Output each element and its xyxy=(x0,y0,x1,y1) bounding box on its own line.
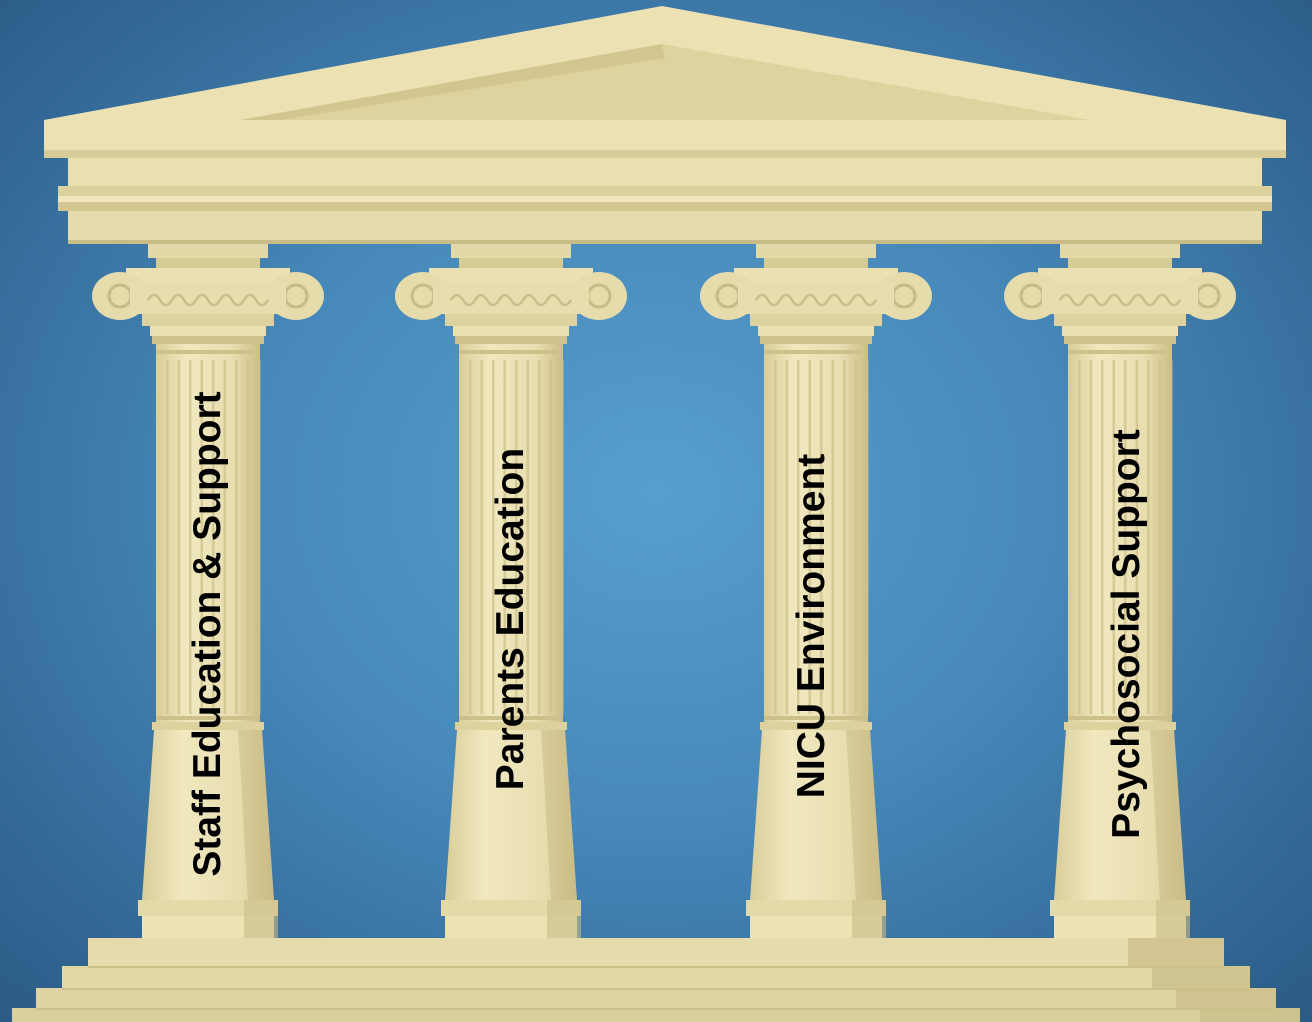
pillar-label-psychosocial-support: Psychosocial Support xyxy=(1105,429,1148,839)
columns xyxy=(92,244,1236,938)
pillar-label-nicu-environment: NICU Environment xyxy=(790,453,833,799)
pillar-label-staff-education: Staff Education & Support xyxy=(186,391,229,877)
column-staff-education xyxy=(92,244,324,938)
column-parents-education xyxy=(395,244,627,938)
entablature xyxy=(58,158,1272,244)
pediment xyxy=(44,6,1286,158)
column-nicu-environment xyxy=(700,244,932,938)
pillar-label-parents-education: Parents Education xyxy=(489,447,532,791)
temple-base xyxy=(12,938,1300,1022)
column-psychosocial-support xyxy=(1004,244,1236,938)
